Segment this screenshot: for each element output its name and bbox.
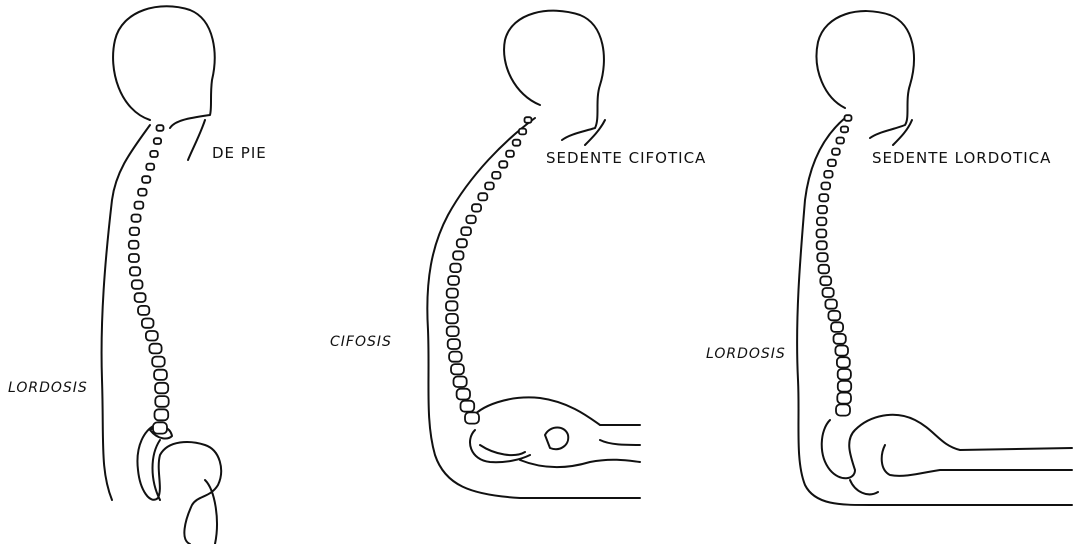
kyphotic-spine: [446, 117, 532, 423]
vertebra: [150, 151, 158, 157]
vertebra: [135, 293, 146, 302]
vertebra: [817, 230, 827, 238]
figure-standing: [102, 6, 222, 544]
vertebra: [142, 176, 150, 183]
standing-spine: [129, 125, 169, 433]
vertebra: [155, 409, 169, 420]
vertebra: [836, 138, 844, 144]
vertebra: [485, 183, 494, 190]
vertebra: [820, 277, 831, 286]
vertebra: [838, 369, 851, 380]
vertebra: [466, 216, 476, 224]
label-standing-curve: LORDOSIS: [8, 380, 88, 396]
vertebra: [138, 189, 147, 196]
vertebra: [841, 127, 848, 133]
vertebra: [472, 204, 481, 211]
vertebra: [129, 241, 139, 249]
vertebra: [817, 218, 827, 226]
vertebra: [155, 383, 168, 394]
vertebra: [446, 301, 458, 310]
vertebra: [837, 357, 850, 367]
vertebra: [461, 401, 475, 412]
label-kyphotic-curve: CIFOSIS: [330, 334, 392, 350]
vertebra: [449, 352, 462, 362]
label-standing-posture: DE PIE: [212, 144, 267, 162]
vertebra: [834, 334, 846, 344]
vertebra: [154, 138, 161, 144]
vertebra: [448, 276, 459, 285]
vertebra: [154, 370, 167, 380]
figure-sitting-lordotic: [797, 11, 1072, 505]
vertebra: [146, 164, 154, 170]
label-lordotic-posture: SEDENTE LORDOTICA: [872, 149, 1051, 167]
vertebra: [831, 322, 843, 332]
vertebra: [499, 161, 507, 168]
vertebra: [157, 125, 164, 131]
figure-sitting-kyphotic: [427, 11, 640, 498]
vertebra: [450, 264, 461, 273]
vertebra: [135, 202, 144, 209]
vertebra: [828, 311, 840, 320]
vertebra: [506, 151, 514, 157]
vertebra: [838, 381, 851, 392]
vertebra: [448, 339, 460, 349]
vertebra: [817, 253, 827, 261]
vertebra: [818, 206, 827, 213]
vertebra: [138, 306, 149, 315]
vertebra: [478, 193, 487, 200]
vertebra: [513, 140, 521, 146]
vertebra: [447, 327, 459, 337]
vertebra: [519, 129, 526, 135]
vertebra: [446, 314, 458, 323]
vertebra: [457, 389, 470, 400]
vertebra: [825, 300, 837, 309]
standing-pelvis: [137, 425, 221, 544]
vertebra: [130, 228, 139, 236]
vertebra: [828, 160, 836, 167]
label-kyphotic-posture: SEDENTE CIFOTICA: [546, 149, 706, 167]
vertebra: [835, 346, 848, 356]
vertebra: [823, 288, 834, 297]
vertebra: [447, 289, 458, 298]
vertebra: [492, 172, 500, 179]
standing-front-line: [188, 120, 205, 160]
vertebra: [149, 344, 161, 354]
vertebra: [819, 194, 828, 201]
lordotic-body-outline: [797, 11, 1072, 505]
vertebra: [146, 331, 158, 341]
vertebra: [525, 117, 532, 123]
vertebra: [132, 280, 143, 289]
lordotic-spine: [817, 115, 852, 415]
vertebra: [142, 319, 154, 328]
vertebra: [824, 171, 832, 178]
kyphotic-pelvis: [470, 397, 640, 462]
lordotic-pelvis: [822, 415, 1072, 495]
label-lordotic-curve: LORDOSIS: [706, 346, 786, 362]
vertebra: [155, 396, 168, 407]
vertebra: [465, 412, 479, 423]
vertebra: [153, 422, 167, 433]
vertebra: [832, 149, 840, 155]
vertebra: [821, 183, 830, 190]
lordotic-front-line: [893, 120, 912, 145]
vertebra: [152, 357, 165, 367]
kyphotic-femur: [520, 460, 640, 467]
vertebra: [819, 265, 830, 274]
vertebra: [129, 254, 139, 262]
vertebra: [451, 364, 464, 374]
vertebra: [454, 377, 467, 388]
vertebra: [836, 404, 850, 415]
vertebra: [453, 251, 463, 259]
vertebra: [130, 267, 140, 275]
vertebra: [817, 241, 827, 249]
kyphotic-front-line: [585, 120, 605, 145]
vertebra: [461, 227, 471, 235]
vertebra: [845, 115, 852, 121]
vertebra: [837, 393, 851, 404]
vertebra: [132, 215, 141, 222]
vertebra: [457, 239, 467, 247]
